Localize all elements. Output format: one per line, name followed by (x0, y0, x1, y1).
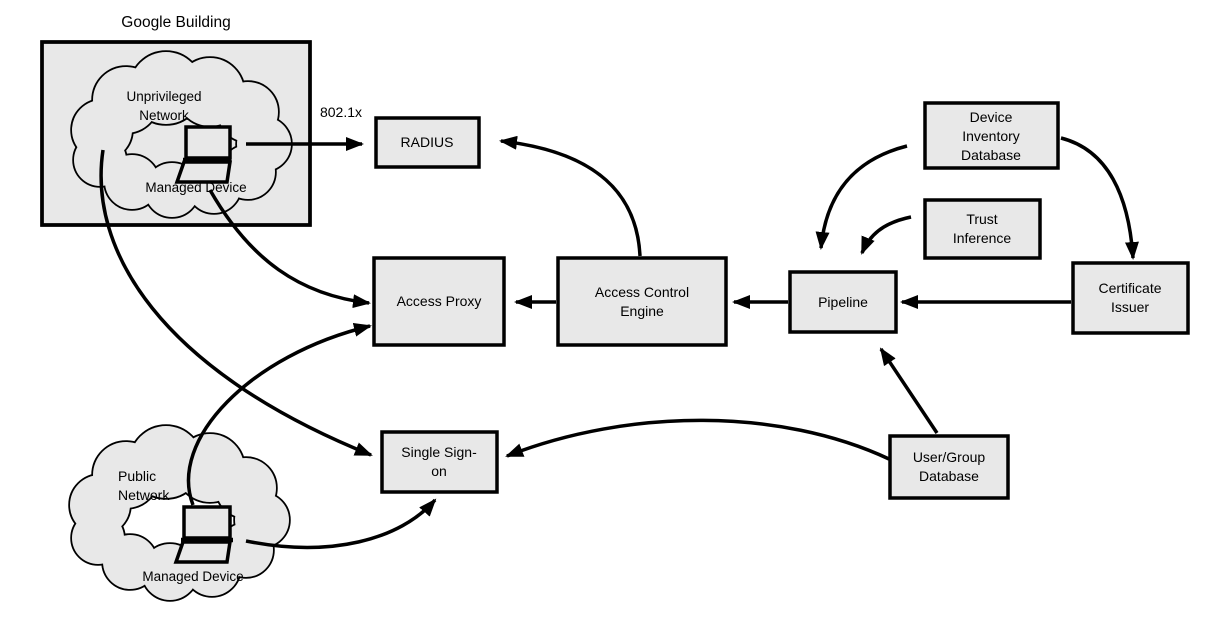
node-pipeline: Pipeline (788, 270, 898, 334)
certificate-issuer-label: Certificate (1098, 280, 1161, 296)
single-sign-on-label: Single Sign- (401, 444, 477, 460)
node-single-sign-on: Single Sign- on (380, 430, 499, 494)
laptop-icon (174, 125, 233, 184)
public-network-label: Network (118, 487, 170, 503)
edge-device-inventory-to-pipeline (815, 144, 908, 250)
single-sign-on-label: on (431, 463, 447, 479)
google-building-title: Google Building (121, 14, 230, 31)
google-building-border (40, 40, 312, 227)
node-access-control-engine: Access Control Engine (556, 256, 728, 347)
public-network-label: Public (118, 468, 156, 484)
edge-building-device-to-sso (99, 149, 373, 457)
node-trust-inference: Trust Inference (923, 198, 1042, 260)
node-access-proxy: Access Proxy (372, 256, 506, 347)
access-control-engine-label: Engine (620, 303, 664, 319)
edge-public-device-to-sso (245, 498, 437, 550)
user-group-database-label: User/Group (913, 449, 986, 465)
edge-device-inventory-to-cert-issuer (1060, 136, 1139, 260)
unprivileged-network-cloud (70, 50, 293, 219)
trust-inference-label: Trust (966, 211, 997, 227)
device-inventory-database-label: Database (961, 147, 1021, 163)
laptop-icon (173, 505, 233, 564)
edge-label-8021x: 802.1x (320, 104, 362, 120)
device-inventory-database-label: Device (970, 109, 1013, 125)
node-device-inventory-database: Device Inventory Database (923, 101, 1060, 170)
node-certificate-issuer: Certificate Issuer (1071, 261, 1190, 335)
managed-device-building-label: Managed Device (145, 180, 246, 195)
public-network-group: Public Network Managed Device (68, 424, 291, 602)
access-proxy-label: Access Proxy (397, 293, 482, 309)
edge-ace-to-radius (499, 135, 642, 257)
access-control-engine-label: Access Control (595, 284, 689, 300)
edge-trust-inference-to-pipeline (860, 215, 912, 255)
edge-user-group-to-sso (505, 418, 890, 461)
unprivileged-network-label: Network (139, 108, 189, 123)
google-building-group: Google Building Unprivileged Netwo (40, 14, 312, 227)
node-user-group-database: User/Group Database (888, 434, 1010, 500)
pipeline-label: Pipeline (818, 294, 868, 310)
unprivileged-network-label: Unprivileged (126, 89, 201, 104)
node-radius: RADIUS (374, 116, 481, 169)
trust-inference-label: Inference (953, 230, 1012, 246)
device-inventory-database-label: Inventory (962, 128, 1020, 144)
certificate-issuer-label: Issuer (1111, 299, 1149, 315)
edge-user-group-to-pipeline (879, 347, 939, 434)
radius-label: RADIUS (401, 134, 454, 150)
edge-public-device-to-access-proxy (186, 322, 372, 506)
edge-building-device-to-access-proxy (208, 189, 371, 309)
edges (99, 135, 1139, 550)
managed-device-public-label: Managed Device (142, 569, 243, 584)
user-group-database-label: Database (919, 468, 979, 484)
